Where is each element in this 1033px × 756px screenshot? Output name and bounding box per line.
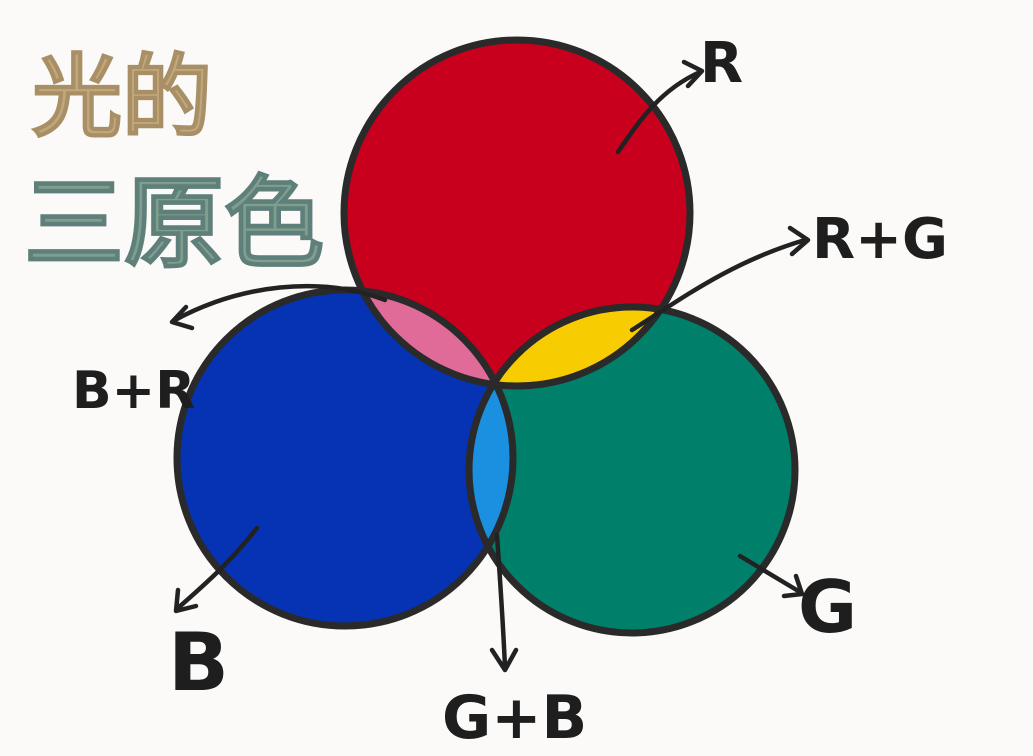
title-line-1: 光的 bbox=[32, 45, 212, 150]
label-b: B bbox=[168, 616, 229, 709]
label-gb: G+B bbox=[442, 683, 587, 753]
title: 光的 三原色 bbox=[24, 45, 324, 282]
label-g: G bbox=[798, 565, 857, 649]
label-rg: R+G bbox=[812, 207, 948, 272]
label-r: R bbox=[700, 31, 743, 96]
title-line-2: 三原色 bbox=[24, 165, 324, 282]
label-br: B+R bbox=[72, 361, 195, 421]
